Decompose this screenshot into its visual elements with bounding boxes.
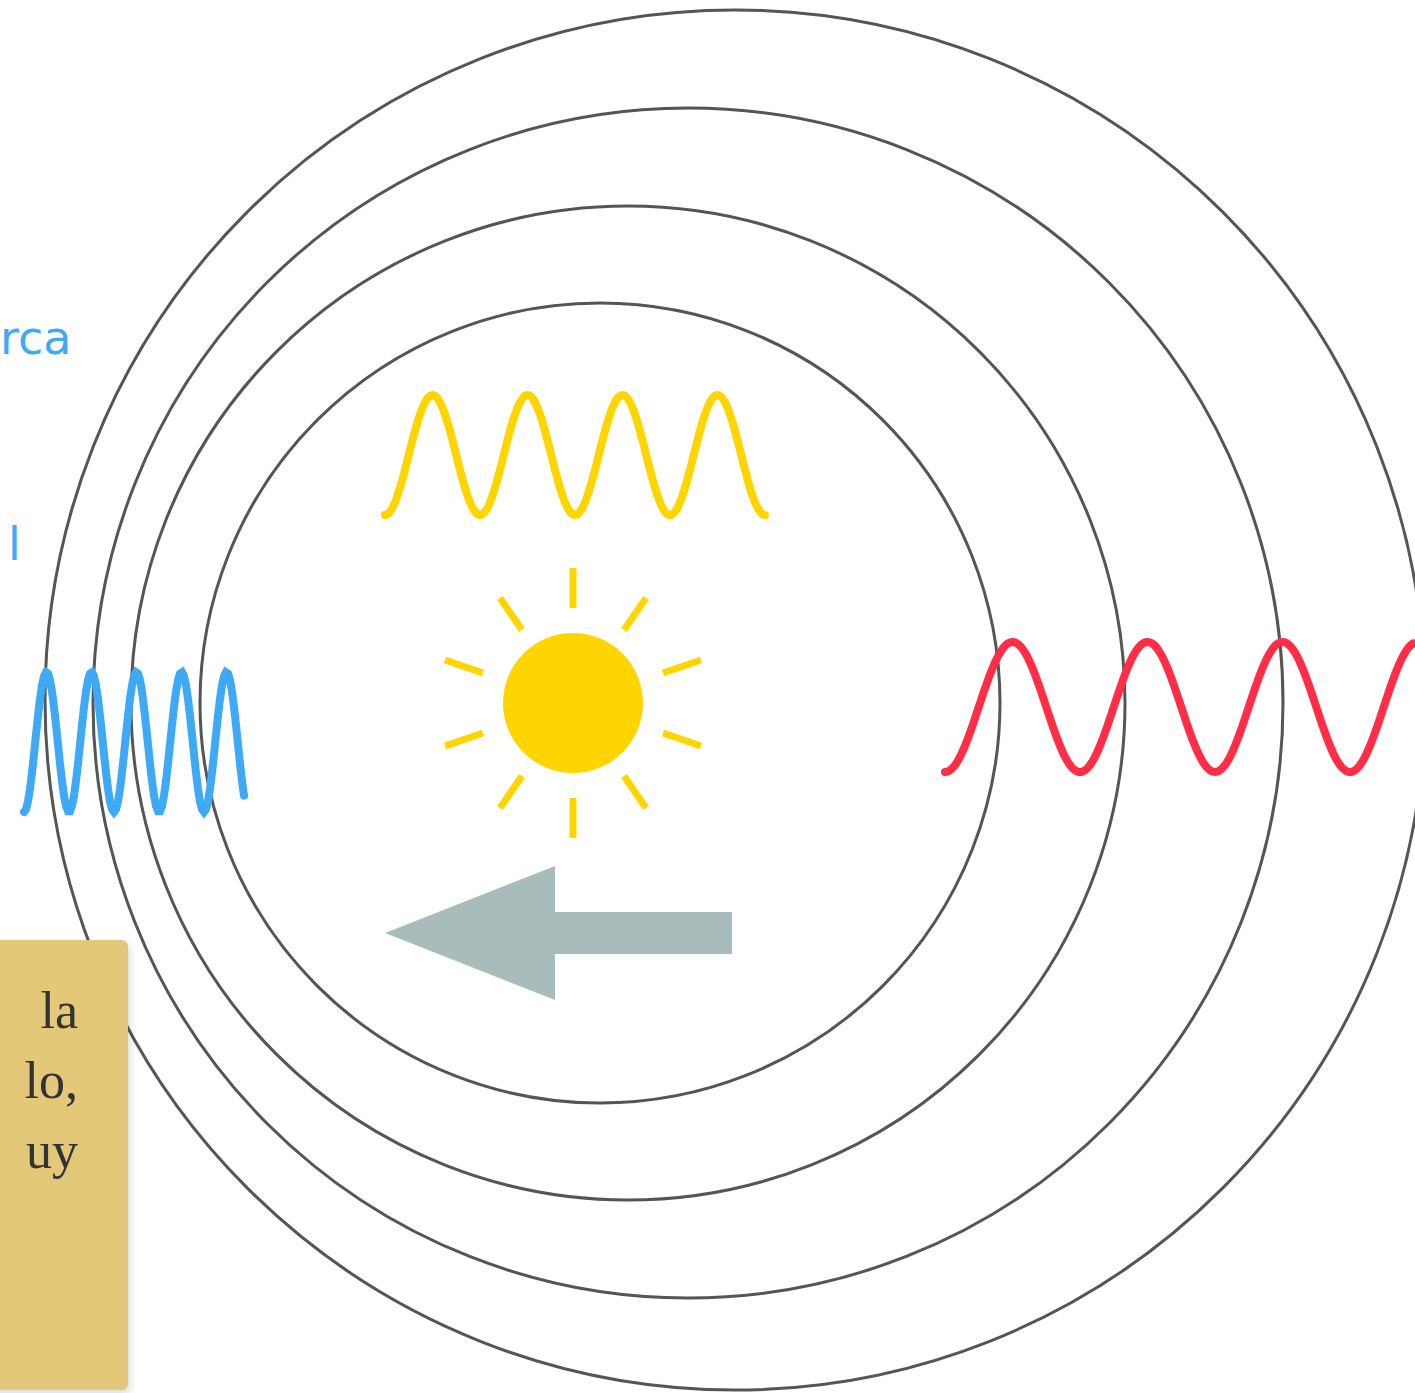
wavefront: [93, 108, 1283, 1298]
note-text: la lo, uy: [0, 976, 78, 1186]
sun-icon: [445, 568, 701, 838]
note-box: la lo, uy: [0, 940, 128, 1390]
redshift-wave: [945, 642, 1413, 772]
motion-arrow: [385, 866, 732, 1000]
cropped-label: l: [8, 516, 21, 572]
wavefront: [45, 10, 1415, 1390]
blueshift-wave: [24, 672, 244, 812]
cropped-label: rca: [0, 310, 71, 366]
wavefront-circles: [45, 10, 1415, 1390]
wavefront: [200, 303, 1000, 1103]
emitted-wave: [385, 395, 765, 515]
